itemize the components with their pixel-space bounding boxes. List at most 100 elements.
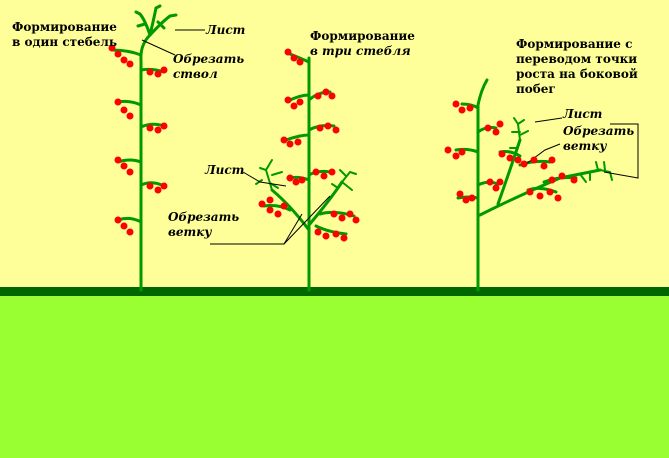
tomato-fruit [114,50,122,58]
leader-leaf-2 [242,171,287,187]
branch-leaf [509,117,529,149]
cut-branch [496,138,522,206]
tomato-fruit [458,106,466,114]
tomato-fruit [526,188,534,196]
tomato-fruit [324,122,332,130]
plant-2-leaf-label: Лист [205,163,245,177]
tomato-fruit [570,176,578,184]
tomato-fruit [146,68,154,76]
tomato-fruit [520,160,528,168]
tomato-fruit [154,186,162,194]
plant-3-title-line-3: роста на боковой [516,67,638,81]
right-leaf [331,169,357,191]
plant-1-title: Формирование в один стебель [12,20,117,50]
leader-cut-1 [141,39,176,56]
tomato-fruit [548,156,556,164]
tomato-fruit [322,232,330,240]
tomato-fruit [514,156,522,164]
plant-3-title-line-1: Формирование с [516,37,633,51]
plant-1-title-line-1: Формирование [12,20,117,34]
plant-3-title-line-2: переводом точки [516,52,638,66]
tomato-fruit [280,202,288,210]
plant-3-title: Формирование с переводом точки роста на … [516,37,638,97]
plant-2-title-line-1: Формирование [310,29,415,43]
tomato-fruit [330,210,338,218]
tomato-fruit [484,124,492,132]
tomato-fruit [496,178,504,186]
tomato-fruit [332,126,340,134]
truss-8 [262,204,292,212]
tomato-fruit [146,124,154,132]
tomato-fruit [294,138,302,146]
tomato-fruit [314,228,322,236]
tomato-fruit [126,228,134,236]
tomato-fruit [298,176,306,184]
tomato-fruit [340,234,348,242]
tomato-fruit [492,128,500,136]
tomato-fruit [284,48,292,56]
tomato-fruit [322,88,330,96]
truss-1 [288,52,311,64]
tomato-fruit [126,168,134,176]
tomato-fruit [314,92,322,100]
tomato-fruit [126,60,134,68]
tip-leaf [579,161,613,183]
tomato-fruit [284,96,292,104]
tomato-fruit [274,210,282,218]
main-stem [139,33,152,292]
plant-1-leaf-label: Лист [206,23,246,37]
tomato-fruit [280,136,288,144]
tomato-fruit [120,222,128,230]
tomato-fruit [266,196,274,204]
tomato-fruit [462,196,470,204]
tomato-fruit [286,174,294,182]
plant-1-cut-label: Обрезать ствол [173,52,244,82]
plant-1-cut-label-line-1: Обрезать [173,52,245,66]
tomato-fruit [160,182,168,190]
tomato-fruit [296,98,304,106]
tomato-fruit [108,44,116,52]
tomato-fruit [492,184,500,192]
leader-leaf-3 [534,117,563,123]
tomato-fruit [452,100,460,108]
tomato-fruit [558,172,566,180]
plant-3-cut-label-line-2: ветку [563,139,607,153]
tomato-fruit [114,156,122,164]
tomato-fruit [452,152,460,160]
side-stem-left [270,188,311,232]
left-leaf [255,159,283,191]
tomato-fruit [312,168,320,176]
plant-3-leaf-label: Лист [563,107,603,121]
plant-3-title-line-4: побег [516,82,556,96]
plant-1-title-line-2: в один стебель [12,35,117,49]
plant-3-cut-label: Обрезать ветку [563,124,634,154]
tomato-fruit [266,206,274,214]
truss-10 [314,224,348,236]
tomato-fruit [114,216,122,224]
truss-5 [456,195,480,200]
top-leaf [134,4,178,37]
truss-4 [284,133,311,142]
plant-2-cut-label-line-2: ветку [168,225,212,239]
tomato-fruit [126,112,134,120]
tomato-fruit [290,102,298,110]
tomato-fruit [530,156,538,164]
tomato-fruit [506,154,514,162]
tomato-fruit [320,172,328,180]
tomato-fruit [352,216,360,224]
tomato-fruit [540,162,548,170]
tomato-fruit [146,182,154,190]
side-stem-right [307,180,344,227]
tomato-fruit [328,168,336,176]
tomato-fruit [328,92,336,100]
leader-lines [141,29,639,245]
tomato-fruit [498,150,506,158]
tomato-fruit [316,124,324,132]
plant-2-cut-label: Обрезать ветку [168,210,239,240]
tomato-fruit [114,98,122,106]
tomato-fruit [444,146,452,154]
tomato-fruit [258,200,266,208]
tomato-fruit [554,194,562,202]
